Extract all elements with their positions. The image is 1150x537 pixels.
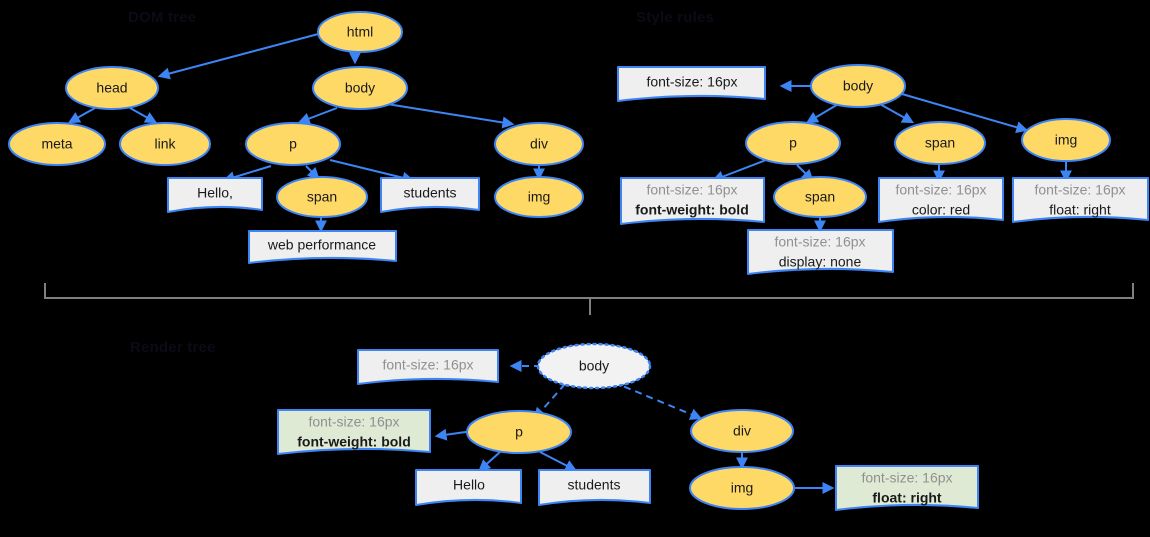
style-box-img: font-size: 16px float: right: [1012, 177, 1149, 223]
dom-box-students-label: students: [404, 185, 457, 201]
dom-node-div-label: div: [530, 136, 548, 152]
style-node-span-child[interactable]: span: [773, 176, 867, 218]
render-box-img-line1: font-size: 16px: [861, 470, 952, 486]
style-node-span-sibling-label: span: [925, 135, 955, 151]
style-box-img-line2: float: right: [1049, 202, 1111, 218]
section-title-dom-tree: DOM tree: [128, 9, 197, 26]
dom-node-head-label: head: [96, 80, 127, 96]
style-box-p-line1: font-size: 16px: [646, 182, 737, 198]
style-box-body: font-size: 16px: [617, 66, 766, 102]
render-box-img-line2: float: right: [872, 490, 942, 506]
style-node-body-label: body: [843, 78, 873, 94]
render-box-p-line1: font-size: 16px: [308, 414, 399, 430]
dom-node-p-label: p: [289, 136, 297, 152]
dom-node-body-label: body: [345, 80, 375, 96]
dom-box-web-performance-label: web performance: [267, 237, 376, 253]
render-node-p-label: p: [515, 424, 523, 440]
style-node-span-sibling[interactable]: span: [894, 121, 986, 165]
render-node-p[interactable]: p: [466, 410, 572, 454]
style-box-span-sibling-line2: color: red: [912, 202, 970, 218]
style-node-span-child-label: span: [805, 189, 835, 205]
dom-node-html-label: html: [347, 24, 373, 40]
render-box-img: font-size: 16px float: right: [835, 465, 979, 511]
style-box-span-child-line2: display: none: [779, 254, 862, 270]
dom-box-web-performance: web performance: [248, 230, 397, 264]
style-node-p[interactable]: p: [745, 121, 841, 165]
style-box-span-sibling: font-size: 16px color: red: [878, 177, 1004, 223]
style-rules-edges: [711, 80, 1072, 233]
render-box-p-line2: font-weight: bold: [297, 434, 411, 450]
dom-node-img[interactable]: img: [494, 176, 584, 218]
dom-node-div[interactable]: div: [494, 122, 584, 166]
dom-node-img-label: img: [528, 189, 551, 205]
render-box-body: font-size: 16px: [357, 349, 499, 385]
dom-node-p[interactable]: p: [245, 122, 341, 166]
render-node-div-label: div: [733, 423, 751, 439]
section-title-style-rules: Style rules: [636, 9, 715, 26]
dom-node-link[interactable]: link: [119, 122, 211, 166]
render-node-div[interactable]: div: [690, 409, 794, 453]
render-box-students-label: students: [568, 477, 621, 493]
dom-node-link-label: link: [154, 136, 176, 152]
style-box-p-line2: font-weight: bold: [635, 202, 749, 218]
dom-node-meta-label: meta: [41, 136, 72, 152]
dom-node-head[interactable]: head: [65, 66, 159, 110]
render-box-p: font-size: 16px font-weight: bold: [277, 409, 431, 455]
dom-box-students: students: [380, 177, 480, 213]
style-node-img-label: img: [1055, 132, 1078, 148]
style-box-span-child-line1: font-size: 16px: [774, 234, 865, 250]
style-box-p: font-size: 16px font-weight: bold: [620, 177, 765, 225]
dom-box-hello: Hello,: [167, 177, 263, 213]
render-node-body-label: body: [579, 358, 609, 374]
dom-node-meta[interactable]: meta: [8, 122, 106, 166]
style-node-p-label: p: [789, 135, 797, 151]
style-node-body[interactable]: body: [810, 64, 906, 108]
render-box-body-line1: font-size: 16px: [382, 357, 473, 373]
dom-node-body[interactable]: body: [312, 66, 408, 110]
section-brace: [44, 283, 1134, 315]
render-node-img[interactable]: img: [689, 466, 795, 510]
style-node-img[interactable]: img: [1021, 118, 1111, 162]
dom-node-span-label: span: [307, 189, 337, 205]
dom-box-hello-label: Hello,: [197, 185, 233, 201]
dom-node-span[interactable]: span: [276, 176, 368, 218]
style-box-img-line1: font-size: 16px: [1034, 182, 1125, 198]
render-box-hello-label: Hello: [453, 477, 485, 493]
render-node-body[interactable]: body: [536, 342, 652, 390]
style-box-body-line1: font-size: 16px: [646, 74, 737, 90]
dom-node-html[interactable]: html: [317, 11, 403, 53]
section-title-render-tree: Render tree: [130, 339, 216, 356]
style-box-span-sibling-line1: font-size: 16px: [895, 182, 986, 198]
render-node-img-label: img: [731, 480, 754, 496]
render-box-hello: Hello: [415, 469, 522, 506]
render-box-students: students: [538, 469, 651, 506]
style-box-span-child: font-size: 16px display: none: [747, 229, 894, 275]
